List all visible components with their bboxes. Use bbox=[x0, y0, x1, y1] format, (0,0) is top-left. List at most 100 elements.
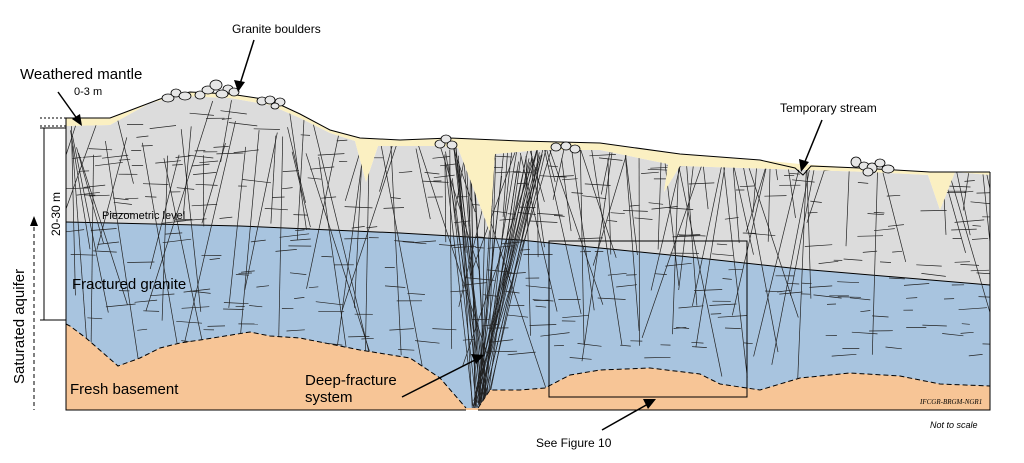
fracture-joint bbox=[361, 337, 374, 340]
fracture-joint bbox=[872, 315, 889, 318]
fracture-line bbox=[142, 142, 180, 353]
fracture-joint bbox=[87, 317, 103, 320]
fracture-joint bbox=[712, 253, 734, 257]
fracture-joint bbox=[188, 154, 214, 159]
deep-fracture-arrow bbox=[401, 359, 476, 398]
fracture-joint bbox=[519, 249, 530, 251]
fracture-line bbox=[163, 158, 207, 362]
fracture-line bbox=[771, 149, 814, 365]
fracture-joint bbox=[668, 207, 694, 210]
fracture-joint bbox=[607, 219, 618, 222]
boulder bbox=[178, 91, 192, 101]
fracture-line bbox=[178, 121, 236, 366]
fracture-joint bbox=[951, 228, 977, 231]
fracture-joint bbox=[942, 333, 964, 337]
fracture-line bbox=[625, 153, 638, 256]
fracture-line bbox=[180, 129, 202, 312]
fracture-joint bbox=[219, 216, 233, 219]
fracture-line bbox=[270, 135, 277, 224]
fracture-line bbox=[722, 156, 748, 378]
fracture-joint bbox=[678, 234, 701, 237]
fracture-joint bbox=[525, 285, 552, 289]
fracture-joint bbox=[321, 256, 333, 258]
fracture-joint bbox=[885, 346, 902, 350]
fracture-line bbox=[161, 155, 169, 321]
fracture-joint bbox=[972, 225, 981, 227]
fracture-joint bbox=[93, 250, 117, 253]
fracture-line bbox=[287, 127, 306, 203]
fracture-joint bbox=[242, 179, 272, 184]
fracture-joint bbox=[220, 110, 247, 115]
fracture-joint bbox=[818, 260, 839, 264]
fracture-line bbox=[581, 123, 617, 362]
fracture-joint bbox=[648, 202, 664, 205]
fracture-joint bbox=[837, 281, 860, 284]
fracture-joint bbox=[415, 340, 440, 344]
fracture-joint bbox=[66, 229, 85, 233]
fracture-joint bbox=[873, 212, 885, 214]
boulder bbox=[560, 141, 572, 151]
fracture-joint bbox=[380, 133, 404, 137]
fracture-joint bbox=[336, 139, 348, 142]
fracture-joint bbox=[849, 297, 871, 301]
fracture-joint bbox=[533, 299, 549, 302]
fracture-joint bbox=[813, 294, 842, 299]
fracture-line bbox=[496, 121, 561, 333]
fracture-joint bbox=[833, 151, 862, 156]
fracture-joint bbox=[796, 142, 809, 145]
boulder bbox=[215, 89, 229, 99]
boulder bbox=[270, 102, 280, 110]
fracture-joint bbox=[529, 324, 557, 326]
fracture-joint bbox=[272, 196, 285, 198]
fracture-joint bbox=[344, 238, 369, 240]
deep-fracture-line bbox=[473, 156, 541, 406]
fracture-joint bbox=[862, 250, 878, 253]
fracture-joint bbox=[221, 117, 232, 120]
fracture-joint bbox=[578, 115, 594, 117]
deep-fracture-label-line2: system bbox=[305, 389, 353, 406]
deep-fracture-line bbox=[481, 145, 496, 408]
fracture-joint bbox=[577, 343, 602, 347]
fracture-joint bbox=[213, 146, 229, 148]
fracture-joint bbox=[906, 297, 918, 299]
fracture-joint bbox=[764, 290, 782, 293]
deep-fracture-line bbox=[473, 165, 487, 405]
fracture-line bbox=[740, 142, 799, 318]
fracture-line bbox=[657, 159, 662, 250]
fracture-joint bbox=[127, 261, 155, 263]
saturated-aquifer-arrowhead bbox=[30, 216, 38, 226]
fracture-joint bbox=[149, 125, 177, 129]
fracture-line bbox=[341, 127, 403, 311]
fracture-joint bbox=[673, 327, 687, 329]
fracture-line bbox=[623, 132, 640, 332]
fracture-joint bbox=[887, 224, 904, 227]
fracture-joint bbox=[282, 170, 299, 172]
fracture-joint bbox=[547, 165, 559, 168]
fracture-joint bbox=[294, 297, 305, 299]
fracture-joint bbox=[641, 171, 659, 174]
fracture-joint bbox=[680, 109, 700, 112]
fracture-line bbox=[244, 132, 278, 291]
fracture-joint bbox=[209, 258, 220, 260]
fracture-joint bbox=[634, 217, 653, 220]
fracture-joint bbox=[136, 135, 149, 138]
boulders-arrowhead bbox=[234, 80, 245, 92]
fracture-joint bbox=[582, 195, 607, 199]
fracture-joint bbox=[968, 354, 983, 357]
deep-fracture-line bbox=[474, 146, 538, 408]
fracture-joint bbox=[837, 296, 861, 298]
fracture-line bbox=[334, 147, 365, 367]
fracture-joint bbox=[390, 197, 401, 199]
fracture-joint bbox=[722, 278, 732, 280]
fracture-joint bbox=[976, 191, 990, 194]
fracture-joint bbox=[584, 183, 611, 186]
fracture-joint bbox=[623, 210, 648, 212]
fracture-line bbox=[638, 131, 640, 346]
fracture-joint bbox=[308, 286, 319, 289]
fracture-joint bbox=[293, 214, 308, 216]
fracture-joint bbox=[792, 179, 815, 183]
fracture-joint bbox=[810, 200, 822, 203]
fracture-joint bbox=[665, 262, 692, 267]
fracture-line bbox=[415, 148, 431, 220]
